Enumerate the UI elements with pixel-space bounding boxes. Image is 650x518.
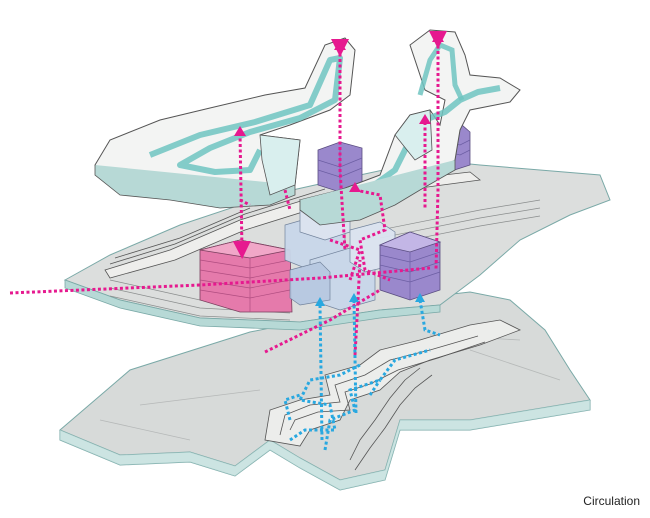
magenta-circulation-arrows [234,32,444,192]
arrow-up-icon [415,293,425,302]
upper-sculptural-roof-left [94,37,356,209]
cyan-circulation-paths [283,299,441,451]
arrow-up-icon [349,182,361,192]
arrow-up-icon [432,32,444,42]
podium-ramp-band [104,171,481,279]
lilac-tower-right [378,231,442,301]
cyan-circulation-arrows [315,293,425,306]
arrow-up-icon [234,126,246,136]
arrow-up-icon [419,114,431,124]
lower-terrace-ramps [264,319,521,471]
arrow-up-icon [315,297,325,306]
magenta-circulation-paths [9,31,447,356]
caption: Circulation [583,494,640,508]
arrow-up-icon [334,40,346,50]
arrow-up-icon [349,293,359,302]
pink-tower [199,239,293,313]
